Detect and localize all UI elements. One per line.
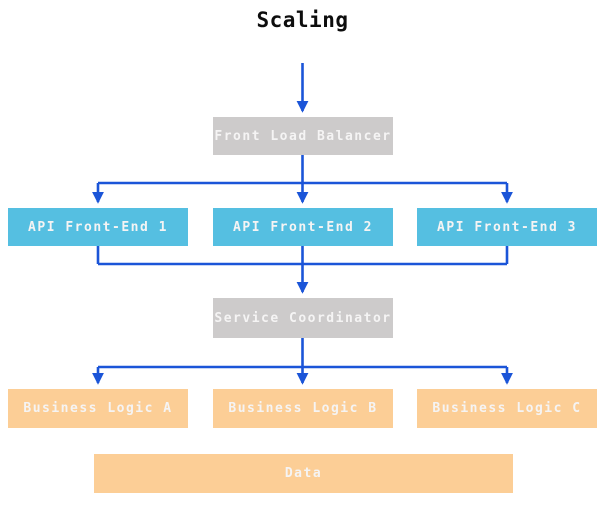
node-api-front-end-2: API Front-End 2 [213, 208, 393, 246]
node-api-front-end-3: API Front-End 3 [417, 208, 597, 246]
node-business-logic-a: Business Logic A [8, 389, 188, 428]
node-api-front-end-1: API Front-End 1 [8, 208, 188, 246]
node-front-load-balancer: Front Load Balancer [213, 117, 393, 155]
node-service-coordinator: Service Coordinator [213, 298, 393, 338]
node-business-logic-b: Business Logic B [213, 389, 393, 428]
node-data: Data [94, 454, 513, 493]
node-business-logic-c: Business Logic C [417, 389, 597, 428]
diagram-title: Scaling [256, 8, 349, 32]
